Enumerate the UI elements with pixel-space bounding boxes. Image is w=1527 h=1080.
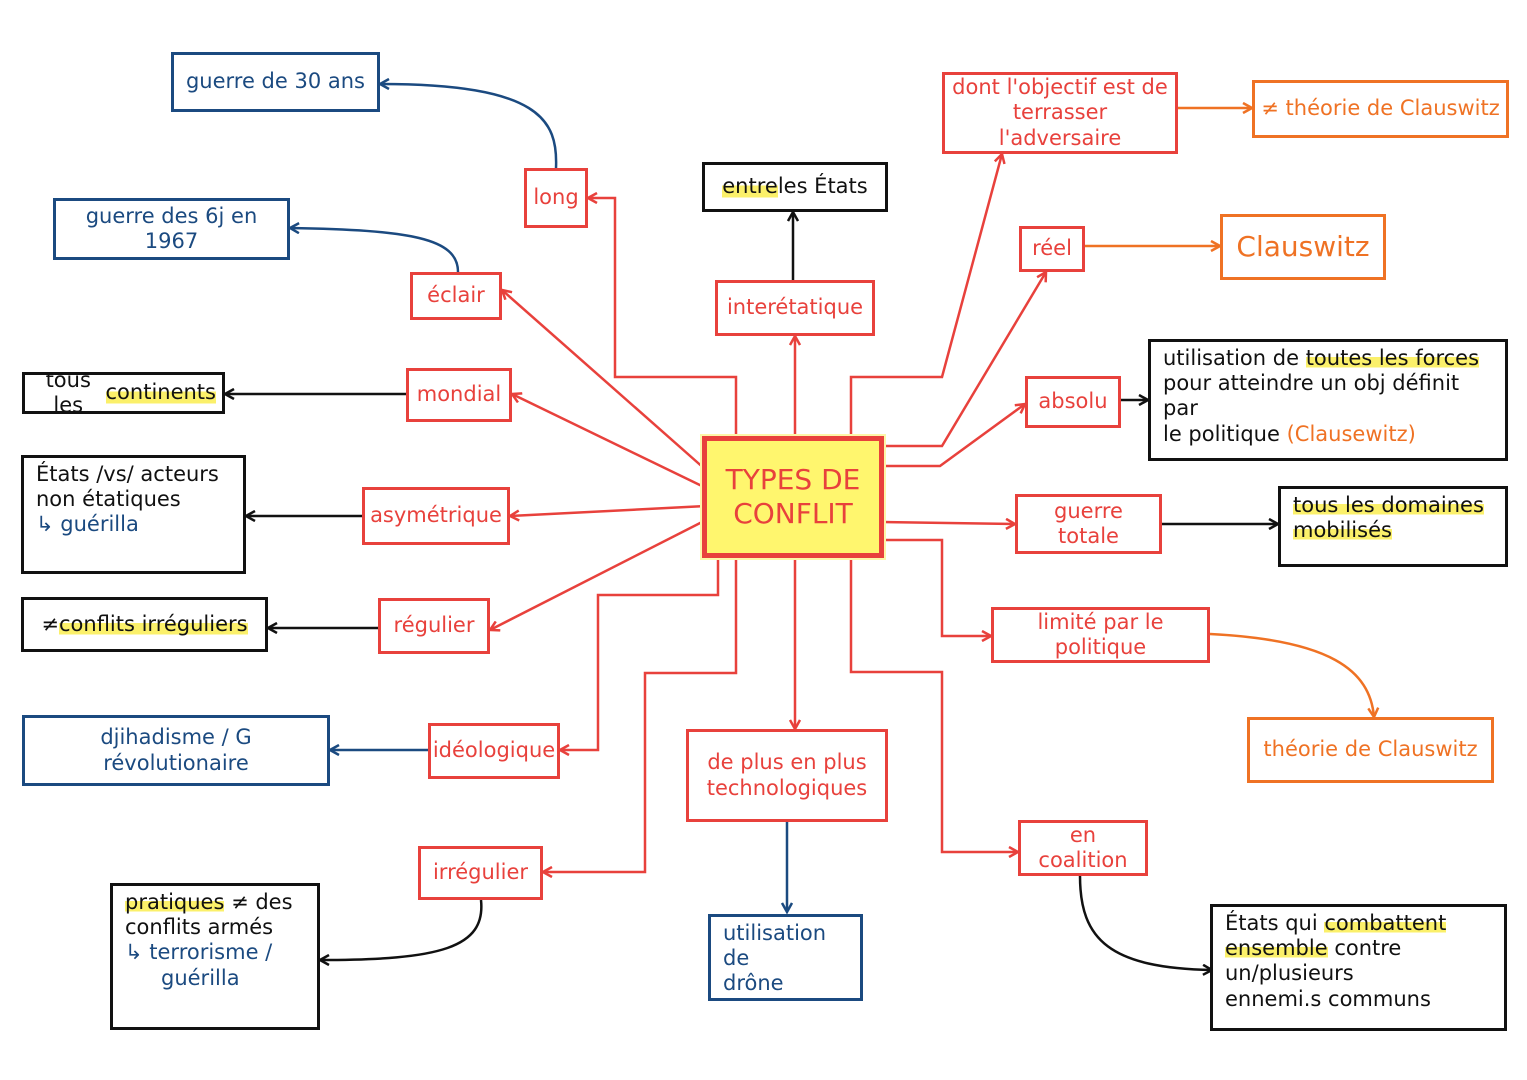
node-objectif-line1: dont l'objectif est de xyxy=(952,75,1168,100)
detail-entre-etats: entre les États xyxy=(702,162,888,212)
edge-absolu xyxy=(884,404,1025,468)
node-technologiques-line2: technologiques xyxy=(706,775,868,800)
detail-continents-b: continents xyxy=(105,380,216,406)
detail-pratiques-line2: conflits armés xyxy=(125,915,274,940)
central-topic-line1: TYPES DE xyxy=(725,463,861,497)
node-guerre-totale: guerre totale xyxy=(1015,494,1162,554)
edge-ideologique xyxy=(560,555,720,750)
detail-forces-line1: utilisation de toutes les forces xyxy=(1163,346,1493,371)
edge-eclair-detail xyxy=(290,228,460,273)
detail-drone-line2: drône xyxy=(723,971,784,996)
edge-coalition xyxy=(849,558,1018,852)
detail-forces-l3b: (Clausewitz) xyxy=(1286,421,1416,446)
node-irregulier: irrégulier xyxy=(418,846,543,900)
edge-objectif xyxy=(849,154,1002,436)
edge-limite xyxy=(884,538,991,636)
detail-clauswitz: Clauswitz xyxy=(1220,214,1386,280)
detail-djihadisme: djihadisme / G révolutionaire xyxy=(22,715,330,786)
detail-combattent-l2b: contre un/plusieurs xyxy=(1225,936,1402,986)
edge-irregulier-detail xyxy=(320,899,483,960)
node-limite: limité par le politique xyxy=(991,607,1210,663)
detail-pratiques-b: ≠ des xyxy=(224,890,293,914)
edge-eclair xyxy=(502,290,707,471)
edge-asymetrique xyxy=(510,504,707,516)
detail-pratiques-a: pratiques xyxy=(125,890,225,914)
detail-theorie-clauswitz: théorie de Clauswitz xyxy=(1247,717,1494,783)
detail-combattent-line1: États qui combattent xyxy=(1225,911,1492,936)
detail-etats-line3: ↳ guérilla xyxy=(36,512,139,537)
detail-drone: utilisation de drône xyxy=(708,914,863,1001)
detail-forces-l3a: le politique xyxy=(1163,421,1287,446)
detail-domaines-line1: tous les domaines xyxy=(1293,493,1493,518)
node-long: long xyxy=(524,168,588,228)
edge-limite-detail xyxy=(1209,632,1374,717)
detail-entre-a: entre xyxy=(722,174,778,200)
node-asymetrique: asymétrique xyxy=(362,487,510,545)
detail-etats-line1: États /vs/ acteurs xyxy=(36,462,219,486)
detail-etats-line2: non étatiques xyxy=(36,487,181,512)
detail-combattent-l2a: ensemble xyxy=(1225,936,1328,961)
detail-etats-acteurs: États /vs/ acteurs non étatiques ↳ guéri… xyxy=(21,455,246,574)
detail-irreguliers-a: ≠ xyxy=(41,611,59,636)
detail-combattent-b: combattent xyxy=(1324,911,1447,935)
detail-entre-b: les États xyxy=(777,174,868,199)
edge-mondial xyxy=(512,394,707,490)
central-topic: TYPES DE CONFLIT xyxy=(702,436,884,558)
detail-combattent: États qui combattent ensemble contre un/… xyxy=(1210,904,1507,1031)
detail-domaines-l1: tous les domaines xyxy=(1293,493,1484,517)
detail-domaines-l2: mobilisés xyxy=(1293,518,1392,543)
detail-drone-line1: utilisation de xyxy=(723,921,827,971)
detail-continents-a: tous les xyxy=(45,367,91,417)
detail-forces-line3: le politique (Clausewitz) xyxy=(1163,422,1493,447)
edge-coalition-detail xyxy=(1078,875,1212,970)
node-absolu: absolu xyxy=(1025,376,1121,428)
node-regulier: régulier xyxy=(378,598,490,654)
edge-long xyxy=(588,198,738,440)
detail-forces-line2: pour atteindre un obj définit par xyxy=(1163,371,1460,421)
detail-irreguliers-b: conflits irréguliers xyxy=(58,611,248,638)
edge-regulier xyxy=(490,518,707,630)
detail-conflits-irreguliers: ≠ conflits irréguliers xyxy=(21,597,268,652)
edge-long-detail xyxy=(380,84,558,169)
central-topic-line2: CONFLIT xyxy=(733,497,853,530)
detail-pratiques: pratiques ≠ des conflits armés ↳ terrori… xyxy=(110,883,320,1030)
node-eclair: éclair xyxy=(410,272,502,320)
detail-continents: tous les continents xyxy=(22,368,225,417)
node-technologiques: de plus en plus technologiques xyxy=(686,729,888,822)
detail-combattent-line3: ennemi.s communs xyxy=(1225,986,1431,1011)
detail-guerre-6j: guerre des 6j en 1967 xyxy=(53,198,290,260)
detail-forces-a: utilisation de xyxy=(1163,346,1306,370)
detail-domaines: tous les domaines mobilisés xyxy=(1278,486,1508,567)
edge-irregulier xyxy=(543,555,738,872)
node-ideologique: idéologique xyxy=(428,723,560,779)
node-reel: réel xyxy=(1019,226,1085,272)
node-coalition: en coalition xyxy=(1018,820,1148,876)
edge-reel xyxy=(884,272,1046,448)
detail-pratiques-line1: pratiques ≠ des xyxy=(125,890,305,915)
edge-guerre-totale xyxy=(883,522,1015,524)
detail-toutes-forces: utilisation de toutes les forces pour at… xyxy=(1148,339,1508,461)
detail-forces-b: toutes les forces xyxy=(1305,346,1480,370)
detail-domaines-line2: mobilisés xyxy=(1293,518,1493,543)
node-interetatique: interétatique xyxy=(715,280,875,336)
detail-combattent-line2: ensemble contre un/plusieurs xyxy=(1225,936,1492,986)
detail-guerre-30-ans: guerre de 30 ans xyxy=(171,52,380,112)
detail-theorie-different: ≠ théorie de Clauswitz xyxy=(1252,80,1509,138)
node-objectif-line2: terrasser l'adversaire xyxy=(998,100,1122,150)
node-objectif: dont l'objectif est de terrasser l'adver… xyxy=(942,72,1178,154)
node-mondial: mondial xyxy=(406,368,512,422)
detail-pratiques-line3: ↳ terrorisme / xyxy=(125,940,273,965)
detail-pratiques-line4: guérilla xyxy=(161,965,240,990)
node-technologiques-line1: de plus en plus xyxy=(707,750,867,775)
detail-combattent-a: États qui xyxy=(1225,911,1325,935)
